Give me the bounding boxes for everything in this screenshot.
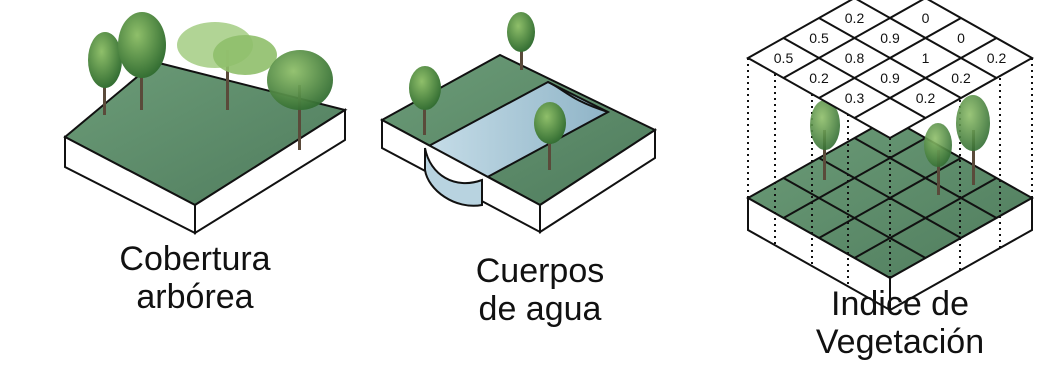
grid-value: 0.9 — [880, 70, 900, 86]
tree-icon — [409, 66, 441, 135]
tree-icon — [924, 123, 952, 195]
grid-value: 0.2 — [809, 70, 829, 86]
grid-line — [818, 17, 962, 99]
caption-vegetation-index: Indice de Vegetación — [800, 285, 1000, 361]
tree-icon — [956, 95, 990, 185]
grid-value: 0.2 — [845, 10, 865, 26]
tree-icon — [177, 22, 277, 110]
grid-value: 0.3 — [845, 90, 865, 106]
block-right-face — [194, 108, 346, 235]
caption-line: Cuerpos — [475, 252, 605, 290]
caption-line: arbórea — [136, 278, 254, 316]
grid-line — [854, 177, 997, 259]
tree-icon — [810, 100, 840, 180]
tree-icon — [118, 12, 166, 110]
block-right-face — [539, 128, 656, 234]
grid-value: 0.2 — [951, 70, 971, 86]
caption-water-bodies: Cuerpos de agua — [440, 252, 640, 328]
index-grid-values: 0.2 0 0.5 0.9 0 0.5 0.8 1 0.2 0.2 0.9 0.2 0.3 0.2 — [774, 10, 1007, 106]
index-grid-top — [745, 0, 1035, 140]
caption-line: Cobertura — [119, 240, 271, 278]
grid-value: 0 — [957, 30, 965, 46]
grid-value: 0.5 — [774, 50, 794, 66]
grid-line — [856, 0, 997, 79]
water-channel-bank — [547, 81, 609, 113]
grid-value: 0 — [922, 10, 930, 26]
caption-line: Vegetación — [815, 323, 985, 361]
tree-icon — [534, 102, 566, 170]
grid-line — [854, 137, 997, 219]
grid-value: 0.9 — [880, 30, 900, 46]
index-grid-lines — [783, 0, 997, 119]
grid-line — [854, 37, 997, 119]
grid-value: 0.2 — [916, 90, 936, 106]
vegetation-index-grid-block: 0.2 0 0.5 0.9 0 0.5 0.8 1 0.2 0.2 0.9 0.2 0.3 0.2 — [745, 0, 1035, 312]
caption-forest-cover: Cobertura arbórea — [95, 240, 295, 316]
tree-icon — [88, 32, 122, 115]
grid-value: 0.8 — [845, 50, 865, 66]
tree-icon — [507, 12, 535, 70]
caption-line: Indice de — [831, 285, 969, 323]
forest-cover-block — [63, 12, 348, 235]
caption-line: de agua — [478, 290, 602, 328]
grid-value: 0.2 — [987, 50, 1007, 66]
grid-value: 0.5 — [809, 30, 829, 46]
projection-lines — [747, 58, 1033, 310]
tree-icon — [267, 50, 333, 150]
grid-value: 1 — [922, 50, 930, 66]
water-cross-section — [424, 147, 483, 207]
water-body-block — [379, 12, 658, 234]
block-right-face — [889, 196, 1033, 312]
